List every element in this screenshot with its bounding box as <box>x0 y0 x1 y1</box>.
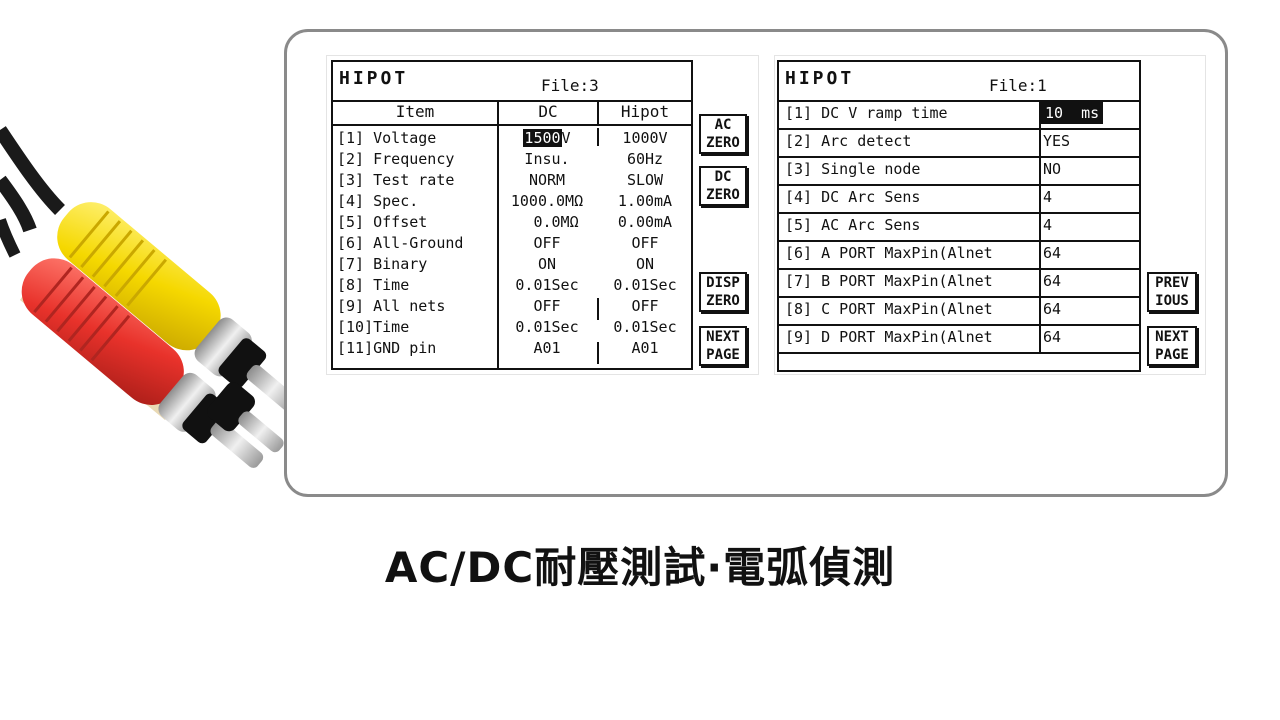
row-item-label: [10]Time <box>337 318 410 336</box>
left-header: HIPOT File:3 <box>333 62 691 102</box>
column-divider <box>1039 100 1041 352</box>
row-dc-value[interactable]: 1500V <box>497 128 597 149</box>
row-item-label: [3] Test rate <box>337 171 455 189</box>
setting-value[interactable]: 64 <box>1043 328 1062 346</box>
rca-cable-image <box>0 126 300 468</box>
setting-label: [1] DC V ramp time <box>785 104 948 122</box>
settings-row[interactable]: [8] C PORT MaxPin(Alnet 64 <box>779 296 1139 326</box>
setting-value[interactable]: NO <box>1043 160 1062 178</box>
row-hipot-value[interactable]: 0.01Sec <box>613 318 677 336</box>
settings-row[interactable]: [4] DC Arc Sens 4 <box>779 184 1139 214</box>
right-table: HIPOT File:1 [1] DC V ramp time 10 ms [2] … <box>777 60 1141 372</box>
column-divider <box>597 128 599 146</box>
caption: AC/DC耐壓測試·電弧偵測 <box>384 543 896 592</box>
setting-value[interactable]: YES <box>1043 132 1071 150</box>
row-dc-value[interactable]: 0.01Sec <box>515 318 579 336</box>
row-hipot-value[interactable]: OFF <box>631 234 659 252</box>
hipot-screen-left: HIPOT File:3 Item DC Hipot [1] Voltage 15… <box>326 55 759 375</box>
settings-row[interactable]: [5] AC Arc Sens 4 <box>779 212 1139 242</box>
column-divider <box>597 100 599 126</box>
hipot-logo: HIPOT <box>339 68 409 89</box>
setting-label: [4] DC Arc Sens <box>785 188 921 206</box>
setting-label: [5] AC Arc Sens <box>785 216 921 234</box>
column-divider <box>597 298 599 320</box>
column-divider <box>497 100 499 368</box>
setting-label: [8] C PORT MaxPin(Alnet <box>785 300 993 318</box>
settings-row[interactable]: [3] Single node NO <box>779 156 1139 186</box>
row-item-label: [8] Time <box>337 276 410 294</box>
row-dc-value[interactable]: OFF <box>533 234 561 252</box>
row-hipot-value[interactable]: OFF <box>631 297 659 315</box>
setting-label: [9] D PORT MaxPin(Alnet <box>785 328 993 346</box>
row-hipot-value[interactable]: SLOW <box>626 171 664 189</box>
setting-label: [3] Single node <box>785 160 921 178</box>
row-dc-value[interactable]: 0.0MΩ <box>515 213 579 231</box>
column-header-dc: DC <box>497 100 599 126</box>
left-table: HIPOT File:3 Item DC Hipot [1] Voltage 15… <box>331 60 693 370</box>
settings-row[interactable]: [7] B PORT MaxPin(Alnet 64 <box>779 268 1139 298</box>
row-hipot-value[interactable]: 1.00mA <box>617 192 673 210</box>
settings-row[interactable]: [6] A PORT MaxPin(Alnet 64 <box>779 240 1139 270</box>
row-hipot-value[interactable]: 60Hz <box>626 150 664 168</box>
settings-row[interactable]: [1] DC V ramp time 10 ms <box>779 100 1139 130</box>
setting-value[interactable]: 10 ms <box>1041 102 1104 124</box>
hipot-screen-right: HIPOT File:1 [1] DC V ramp time 10 ms [2] … <box>774 55 1206 375</box>
file-label: File:3 <box>541 76 599 95</box>
row-item-label: [7] Binary <box>337 255 428 273</box>
row-hipot-value[interactable]: A01 <box>631 339 659 357</box>
row-dc-value[interactable]: NORM <box>528 171 566 189</box>
setting-value[interactable]: 64 <box>1043 244 1062 262</box>
setting-value[interactable]: 4 <box>1043 188 1053 206</box>
row-dc-value[interactable]: 0.01Sec <box>515 276 579 294</box>
row-item-label: [5] Offset <box>337 213 428 231</box>
hipot-logo: HIPOT <box>785 68 855 89</box>
row-item-label: [9] All nets <box>337 297 446 315</box>
row-hipot-value[interactable]: ON <box>635 255 655 273</box>
unit: V <box>561 129 571 147</box>
setting-label: [2] Arc detect <box>785 132 912 150</box>
row-hipot-value[interactable]: 0.00mA <box>617 213 673 231</box>
setting-label: [7] B PORT MaxPin(Alnet <box>785 272 993 290</box>
row-item-label: [1] Voltage <box>337 129 437 147</box>
column-header-hipot: Hipot <box>599 100 691 126</box>
setting-value[interactable]: 64 <box>1043 300 1062 318</box>
selected-value-cursor[interactable]: 1500 <box>523 129 562 147</box>
row-dc-value[interactable]: ON <box>537 255 557 273</box>
row-item-label: [6] All-Ground <box>337 234 464 252</box>
row-hipot-value[interactable]: 1000V <box>622 129 668 147</box>
column-divider <box>597 342 599 364</box>
row-dc-value[interactable]: Insu. <box>524 150 570 168</box>
setting-label: [6] A PORT MaxPin(Alnet <box>785 244 993 262</box>
file-label: File:1 <box>989 76 1047 95</box>
settings-row[interactable]: [9] D PORT MaxPin(Alnet 64 <box>779 324 1139 354</box>
row-dc-value[interactable]: A01 <box>533 339 561 357</box>
settings-row[interactable]: [2] Arc detect YES <box>779 128 1139 158</box>
column-header-item: Item <box>333 100 497 126</box>
row-hipot-value[interactable]: 0.01Sec <box>613 276 677 294</box>
row-dc-value[interactable]: OFF <box>533 297 561 315</box>
row-item-label: [11]GND pin <box>337 339 437 357</box>
right-header: HIPOT File:1 <box>779 62 1139 102</box>
setting-value[interactable]: 4 <box>1043 216 1053 234</box>
row-item-label: [4] Spec. <box>337 192 419 210</box>
row-dc-value[interactable]: 1000.0MΩ <box>510 192 584 210</box>
setting-value[interactable]: 64 <box>1043 272 1062 290</box>
row-item-label: [2] Frequency <box>337 150 455 168</box>
